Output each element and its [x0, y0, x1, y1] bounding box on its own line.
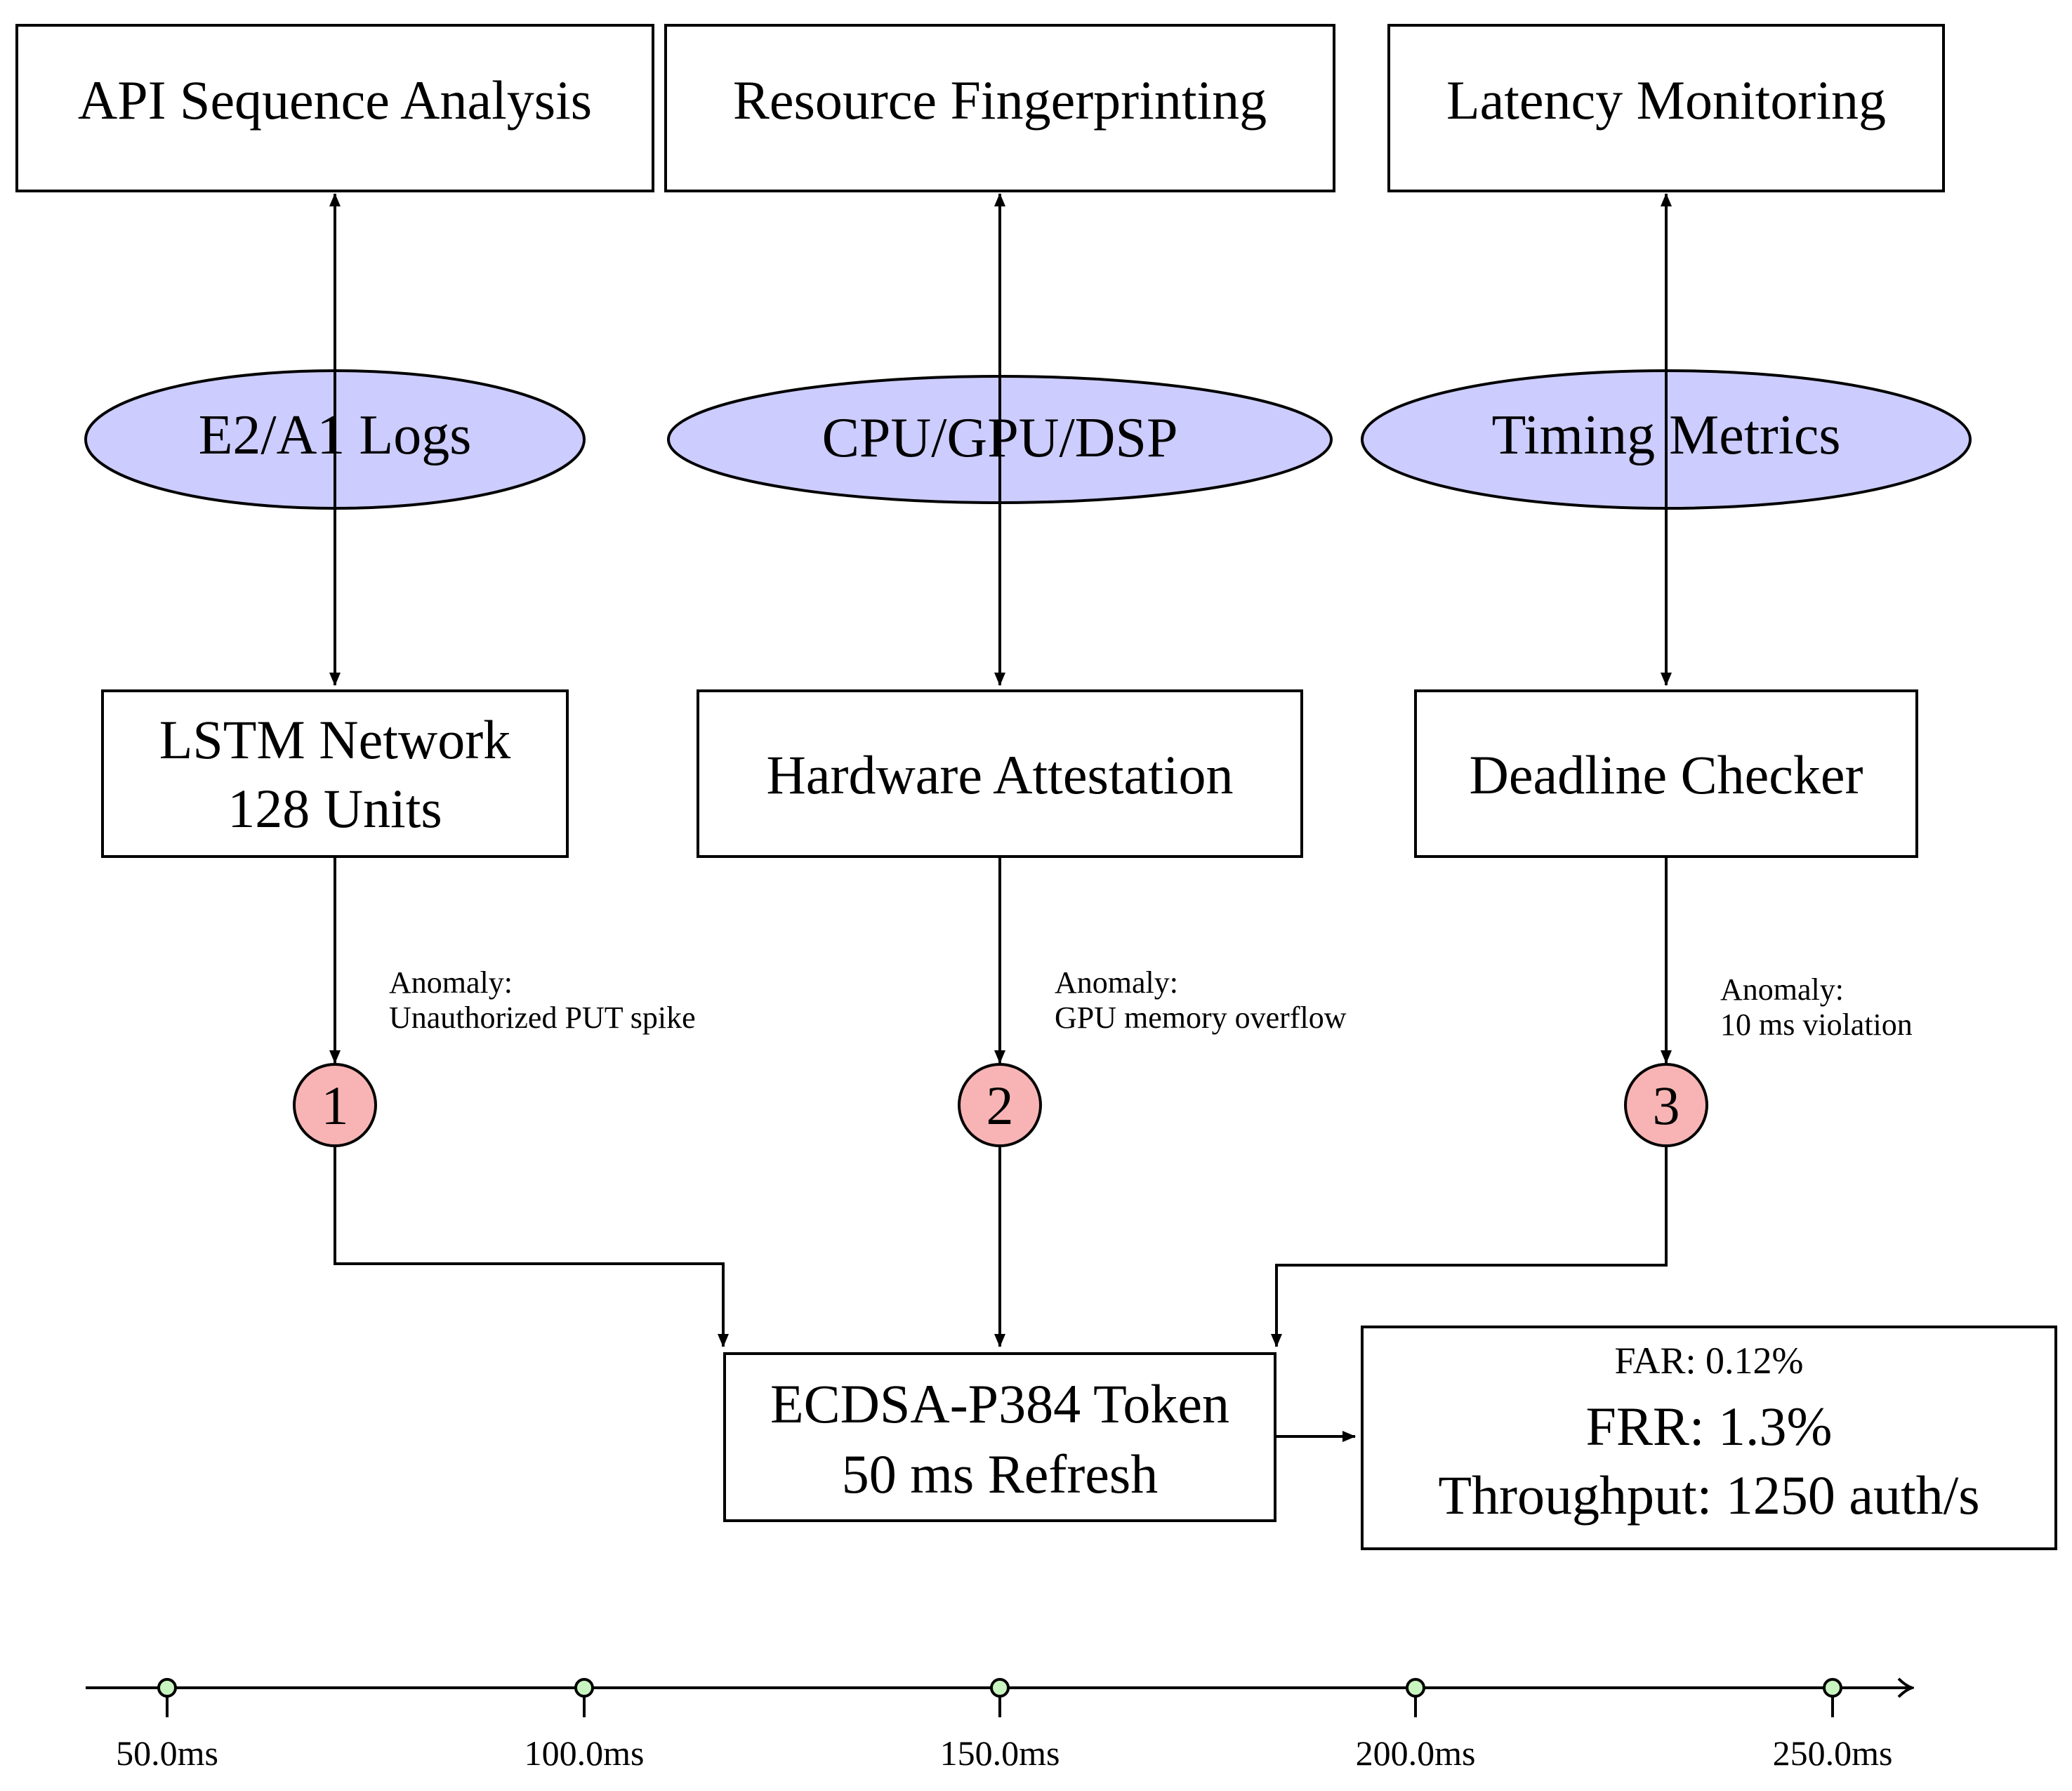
label-lstm-network: LSTM Network — [159, 709, 510, 770]
anomaly-label-3: Anomaly: — [1720, 972, 1844, 1007]
label-lstm-units: 128 Units — [227, 778, 442, 839]
box-latency-monitoring — [1387, 24, 1945, 192]
anomaly-detail-1: Unauthorized PUT spike — [389, 1000, 696, 1035]
box-api-sequence-analysis — [15, 24, 654, 192]
label-ecdsa-token: ECDSA-P384 Token — [770, 1373, 1229, 1434]
connector-marker3-token — [1271, 1146, 1668, 1347]
label-e2-a1-logs: E2/A1 Logs — [199, 404, 472, 466]
timeline-point — [1823, 1678, 1842, 1698]
timeline-point — [1406, 1678, 1425, 1698]
timeline-point — [990, 1678, 1010, 1698]
label-api-sequence-analysis: API Sequence Analysis — [78, 70, 592, 131]
anomaly-label-1: Anomaly: — [389, 965, 513, 1000]
box-resource-fingerprinting — [664, 24, 1335, 192]
label-deadline-checker: Deadline Checker — [1470, 744, 1863, 805]
metric-far: FAR: 0.12% — [1614, 1340, 1803, 1382]
box-lstm-network — [101, 689, 569, 858]
anomaly-detail-2: GPU memory overflow — [1055, 1000, 1347, 1035]
label-cpu-gpu-dsp: CPU/GPU/DSP — [822, 407, 1178, 469]
timeline-point — [157, 1678, 177, 1698]
anomaly-label-2: Anomaly: — [1055, 965, 1178, 1000]
anomaly-detail-3: 10 ms violation — [1720, 1007, 1913, 1042]
metric-throughput: Throughput: 1250 auth/s — [1438, 1465, 1979, 1526]
timeline-tick-label: 250.0ms — [1773, 1733, 1893, 1773]
marker-3-label: 3 — [1653, 1075, 1680, 1136]
metric-frr: FRR: 1.3% — [1585, 1396, 1832, 1457]
label-timing-metrics: Timing Metrics — [1491, 404, 1840, 466]
label-resource-fingerprinting: Resource Fingerprinting — [733, 70, 1267, 131]
timeline-tick-label: 50.0ms — [116, 1733, 218, 1773]
timeline-tick-label: 200.0ms — [1356, 1733, 1476, 1773]
timeline-point — [574, 1678, 594, 1698]
connector-marker1-token — [334, 1146, 729, 1347]
box-ecdsa-token — [723, 1352, 1276, 1522]
label-latency-monitoring: Latency Monitoring — [1446, 70, 1886, 131]
label-token-refresh: 50 ms Refresh — [842, 1443, 1159, 1505]
label-hardware-attestation: Hardware Attestation — [767, 744, 1234, 805]
marker-1-label: 1 — [322, 1075, 349, 1136]
timeline-tick-label: 150.0ms — [940, 1733, 1060, 1773]
timeline-tick-label: 100.0ms — [524, 1733, 645, 1773]
marker-2-label: 2 — [986, 1075, 1014, 1136]
box-metrics — [1361, 1326, 2057, 1550]
